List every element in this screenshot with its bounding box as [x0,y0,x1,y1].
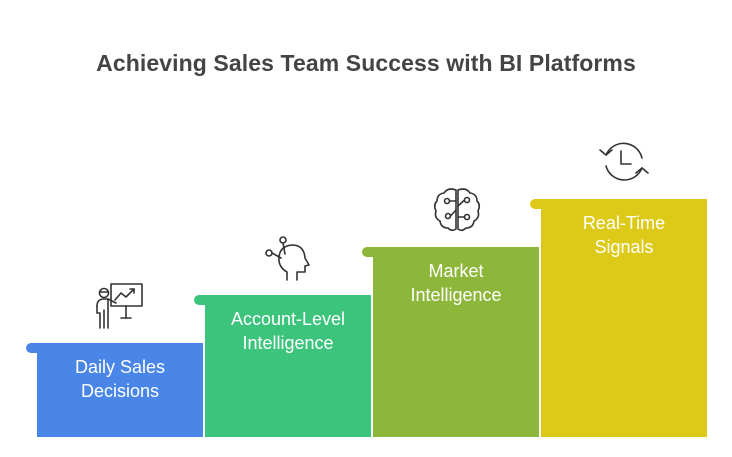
step-2-block [205,295,371,437]
head-circuit-icon [265,236,310,281]
diagram-title: Achieving Sales Team Success with BI Pla… [96,50,636,76]
presenter-chart-icon [96,283,143,329]
step-1-label: Daily Sales Decisions [74,357,166,401]
step-3-label: Market Intelligence [410,261,502,305]
clock-refresh-icon [599,142,649,181]
step-4-block [541,199,707,437]
step-4-label: Real-Time Signals [582,213,666,257]
brain-circuit-icon [433,188,481,232]
step-2-label: Account-Level Intelligence [230,309,346,353]
step-3-block [373,247,539,437]
step-1-block [37,343,203,437]
